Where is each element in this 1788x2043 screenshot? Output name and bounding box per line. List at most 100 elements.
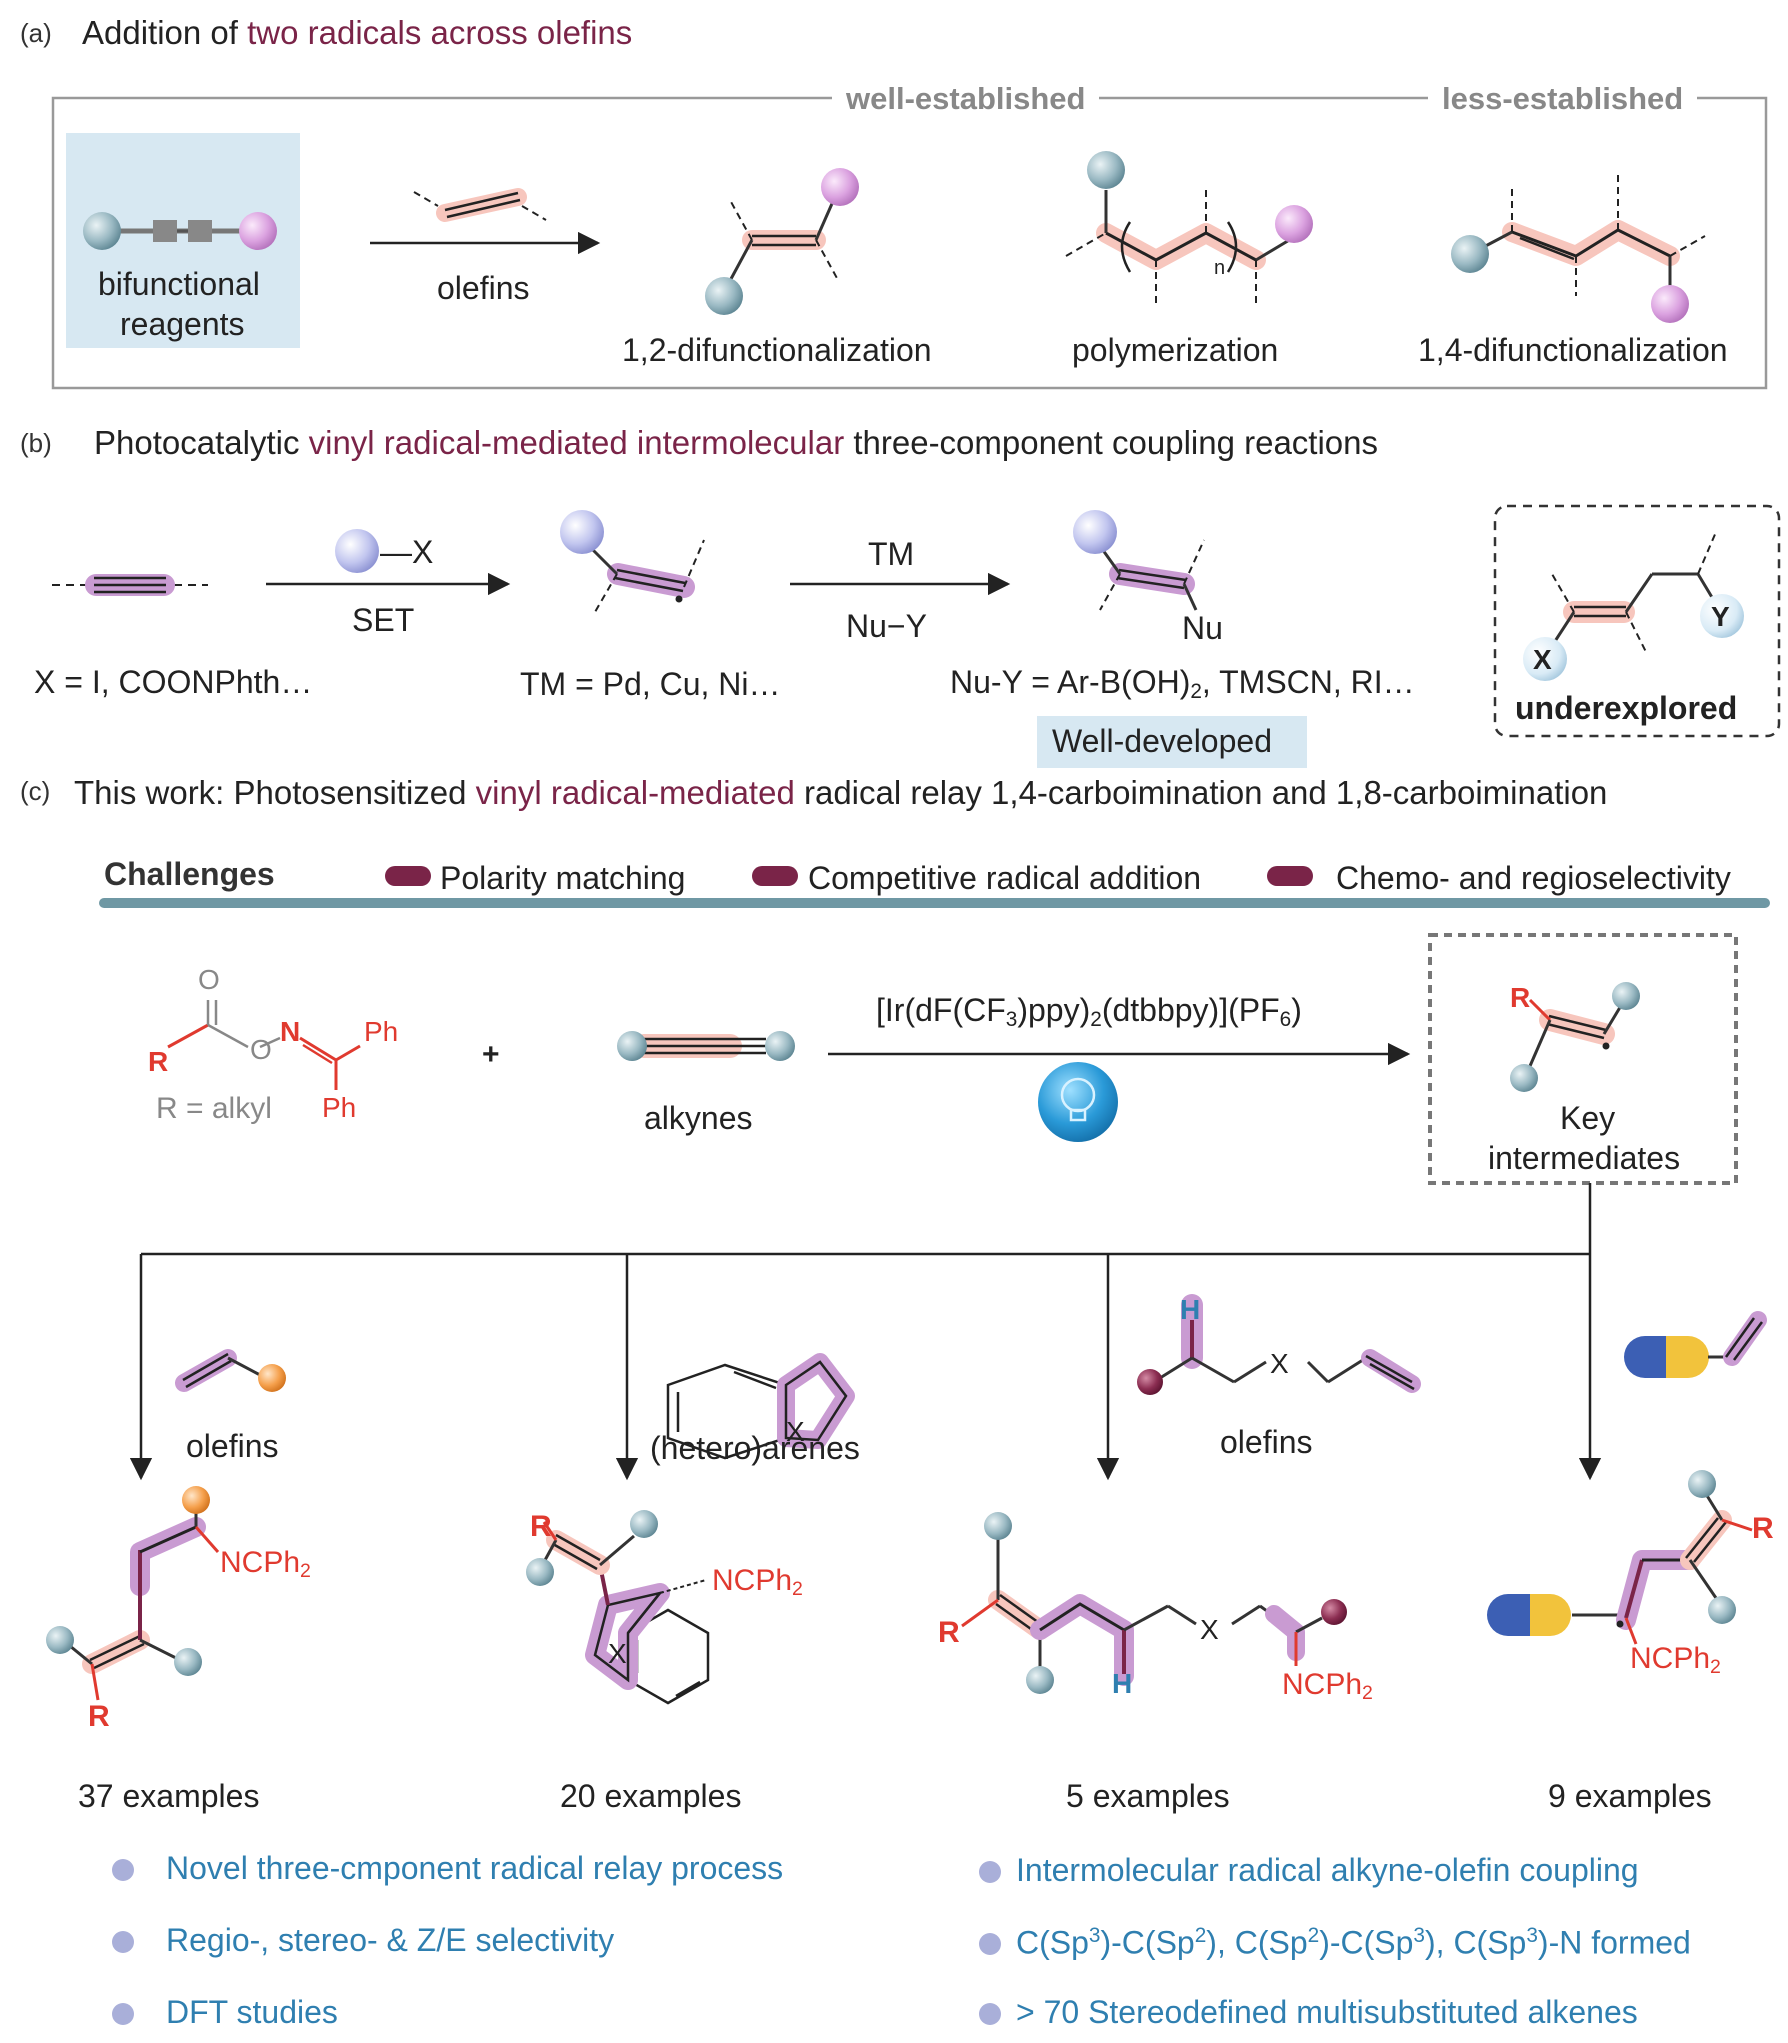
panel-a-graphics — [51, 96, 1768, 390]
nu-def-sub: 2 — [1190, 680, 1202, 704]
ph-label-2: Ph — [322, 1092, 357, 1123]
challenge-item-2: Competitive radical addition — [808, 860, 1202, 896]
examples-count-4: 9 examples — [1548, 1778, 1712, 1814]
cat-post: (dtbbpy)](PF — [1101, 992, 1280, 1028]
set-label: SET — [352, 602, 415, 638]
panel-c-title: This work: Photosensitized vinyl radical… — [74, 776, 1607, 809]
alkynes-label: alkynes — [644, 1100, 753, 1136]
bullet-right-1: Intermolecular radical alkyne-olefin cou… — [1016, 1852, 1639, 1888]
br2-p0: C(Sp — [1016, 1924, 1089, 1961]
cat-end: ) — [1291, 992, 1302, 1028]
radical-precursor-icon — [335, 529, 379, 573]
br2-p7: 3 — [1413, 1924, 1425, 1947]
product-3-x-label: X — [1200, 1614, 1219, 1645]
examples-count-1: 37 examples — [78, 1778, 260, 1814]
panel-a-title-highlight: two radicals across olefins — [247, 14, 633, 51]
bullet-left-1: Novel three-cmponent radical relay proce… — [166, 1850, 784, 1886]
box-y-label: Y — [1711, 601, 1730, 632]
key-intermediates-box — [1428, 933, 1738, 1185]
examples-count-3: 5 examples — [1066, 1778, 1230, 1814]
panel-a-arrow-label: olefins — [437, 270, 530, 306]
product-2-x-label: X — [608, 1638, 627, 1669]
br2-p4: ), C(Sp — [1206, 1924, 1308, 1961]
br2-p1: 3 — [1088, 1924, 1101, 1947]
branch-3-x-label: X — [1270, 1348, 1289, 1379]
reagent-label-line2: reagents — [120, 306, 245, 342]
key-label-line2: intermediates — [1488, 1140, 1681, 1176]
nu-def-pre: Nu-Y = Ar-B(OH) — [950, 664, 1191, 700]
prod4-n-sub: 2 — [1710, 1655, 1721, 1678]
panel-c-graphics — [46, 866, 1770, 2025]
catalyst-label: [Ir(dF(CF3)ppy)2(dtbbpy)](PF6) — [876, 994, 1302, 1031]
challenges-label: Challenges — [104, 856, 275, 892]
polymer-n-label: n — [1214, 257, 1226, 279]
examples-count-2: 20 examples — [560, 1778, 742, 1814]
prod3-n: NCPh — [1282, 1668, 1363, 1701]
branch-2-reagent-label: (hetero)arenes — [650, 1430, 860, 1466]
polymerization-label: polymerization — [1072, 332, 1279, 368]
underexplored-label: underexplored — [1515, 690, 1738, 726]
br2-p8: ), C(Sp — [1425, 1924, 1527, 1961]
branch-3-reagent-label: olefins — [1220, 1424, 1313, 1460]
tm-label: TM — [868, 536, 915, 572]
product-2-imine-label: NCPh2 — [712, 1566, 803, 1599]
prod1-n: NCPh — [220, 1546, 301, 1579]
cat-pre: [Ir(dF(CF — [876, 992, 1006, 1028]
cat-sub1: 3 — [1005, 1008, 1018, 1032]
imine-n-label: N — [280, 1016, 301, 1047]
cat-sub2: 2 — [1090, 1008, 1102, 1032]
prod4-n: NCPh — [1630, 1642, 1711, 1675]
carbonyl-o-label: O — [198, 964, 220, 995]
bullet-left-3: DFT studies — [166, 1994, 338, 2030]
br2-p9: 3 — [1526, 1924, 1538, 1947]
cat-mid: )ppy) — [1017, 992, 1091, 1028]
product-1-4-label: 1,4-difunctionalization — [1418, 332, 1728, 368]
br2-p10: )-N formed — [1537, 1924, 1691, 1961]
plus-sign: + — [482, 1038, 500, 1071]
well-developed-box — [1037, 716, 1307, 768]
x-definition: X = I, COONPhth… — [34, 664, 313, 700]
product-4-r-label: R — [1752, 1512, 1774, 1545]
product-2-r-label: R — [530, 1510, 552, 1543]
product-1-imine-label: NCPh2 — [220, 1548, 311, 1581]
branch-3-h-label: H — [1180, 1294, 1201, 1325]
key-label-line1: Key — [1560, 1100, 1616, 1136]
product-1-2-label: 1,2-difunctionalization — [622, 332, 932, 368]
panel-b-title-pre: Photocatalytic — [94, 424, 309, 461]
branch-2-x-label: X — [786, 1416, 805, 1447]
product-4-imine-label: NCPh2 — [1630, 1644, 1721, 1677]
nu-definition: Nu-Y = Ar-B(OH)2, TMSCN, RI… — [950, 666, 1415, 703]
panel-a-title: Addition of two radicals across olefins — [82, 16, 632, 49]
nu-def-post: , TMSCN, RI… — [1201, 664, 1415, 700]
key-r-label: R — [1510, 982, 1531, 1013]
prod2-n-sub: 2 — [792, 1577, 803, 1600]
br2-p5: 2 — [1307, 1924, 1320, 1947]
prod3-n-sub: 2 — [1362, 1681, 1373, 1704]
panel-c-title-highlight: vinyl radical-mediated — [475, 774, 795, 811]
less-established-label: less-established — [1428, 83, 1698, 114]
br2-p3: 2 — [1194, 1924, 1207, 1947]
panel-b-graphics — [52, 504, 1781, 768]
reagent-x-label: —X — [380, 534, 434, 570]
panel-a-label: (a) — [20, 18, 52, 48]
panel-b-title-post: three-component coupling reactions — [844, 424, 1379, 461]
panel-c-label: (c) — [20, 776, 51, 806]
prod2-n: NCPh — [712, 1564, 793, 1597]
ester-o-label: O — [250, 1034, 272, 1065]
lightbulb-icon — [1038, 1062, 1118, 1142]
reagent-r-label: R — [148, 1046, 169, 1077]
r-definition: R = alkyl — [156, 1092, 272, 1125]
panel-b-title-highlight: vinyl radical-mediated intermolecular — [308, 424, 845, 461]
tm-definition: TM = Pd, Cu, Ni… — [520, 666, 781, 702]
product-3-r-label: R — [938, 1616, 960, 1649]
panel-c-title-post: radical relay 1,4-carboimination and 1,8… — [794, 774, 1608, 811]
box-x-label: X — [1533, 644, 1552, 675]
ph-label-1: Ph — [364, 1016, 399, 1047]
br2-p6: )-C(Sp — [1319, 1924, 1414, 1961]
nu-y-label: Nu−Y — [846, 608, 927, 644]
panel-b-title: Photocatalytic vinyl radical-mediated in… — [94, 426, 1378, 459]
pink-group-icon — [239, 212, 277, 250]
bullet-left-2: Regio-, stereo- & Z/E selectivity — [166, 1922, 615, 1958]
branch-1-reagent-label: olefins — [186, 1428, 279, 1464]
product-3-imine-label: NCPh2 — [1282, 1670, 1373, 1703]
